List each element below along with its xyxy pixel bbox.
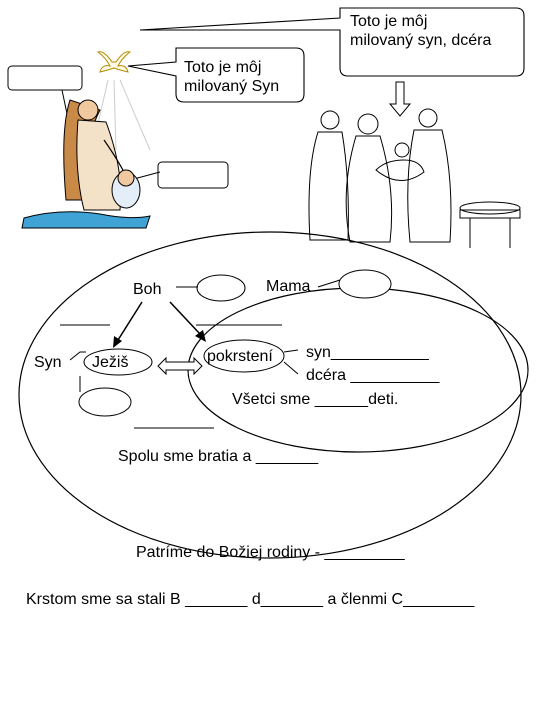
label-vsetci-sme: Všetci sme ______deti. <box>232 391 399 408</box>
label-dcera-blank: dcéra __________ <box>306 367 440 384</box>
down-arrow-icon <box>388 81 412 117</box>
sentence-patrime: Patríme do Božiej rodiny - _________ <box>136 544 405 561</box>
dove-icon <box>91 51 151 151</box>
label-mama: Mama <box>266 278 311 295</box>
label-syn: Syn <box>34 354 62 371</box>
speech-bubble-top-right <box>139 7 525 77</box>
speech-line-2: milovaný syn, dcéra <box>350 32 492 49</box>
speech-bubble-middle-text: Toto je môj milovaný Syn <box>184 58 279 96</box>
empty-oval-boh <box>196 274 246 302</box>
speech-line-1: Toto je môj <box>350 13 428 30</box>
infant-baptism-illustration <box>308 108 521 248</box>
empty-oval-jezis <box>78 387 132 417</box>
speech-line-1: Toto je môj <box>184 59 262 76</box>
label-pokrstenie: pokrstení <box>207 348 273 365</box>
empty-oval-mama <box>338 269 392 299</box>
empty-bubble-left <box>7 65 83 91</box>
arrow-boh-to-pokrstenie <box>169 301 206 342</box>
double-arrow-icon <box>157 356 203 376</box>
label-boh: Boh <box>133 281 162 298</box>
pokrstenie-oval <box>203 339 285 373</box>
arrow-boh-to-jezis <box>113 301 143 348</box>
speech-line-2: milovaný Syn <box>184 78 280 95</box>
baptism-of-jesus-illustration <box>21 99 151 229</box>
family-big-ellipse <box>18 231 522 559</box>
speech-bubble-middle <box>127 47 305 103</box>
label-jezis: Ježiš <box>92 354 129 371</box>
label-spolu-sme: Spolu sme bratia a _______ <box>118 448 319 465</box>
jezis-oval <box>83 348 153 376</box>
label-syn-blank: syn___________ <box>306 344 429 361</box>
sentence-krstom: Krstom sme sa stali B _______ d_______ a… <box>26 591 475 608</box>
empty-bubble-lower <box>157 161 229 189</box>
speech-bubble-top-right-text: Toto je môj milovaný syn, dcéra <box>350 12 491 50</box>
